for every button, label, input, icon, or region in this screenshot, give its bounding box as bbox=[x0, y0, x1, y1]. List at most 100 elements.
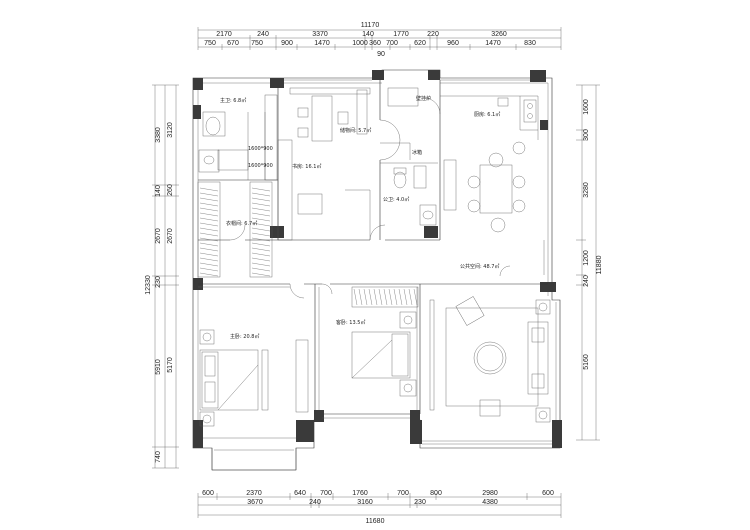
dim-bottom-row1-4: 1760 bbox=[352, 490, 368, 497]
dim-left-inner-0: 3120 bbox=[167, 122, 174, 138]
dim-bottom-row2-3: 230 bbox=[414, 499, 426, 506]
hatch-guest-line bbox=[353, 288, 358, 306]
label-guest-bedroom: 客卧: 13.5㎡ bbox=[336, 319, 365, 326]
label-study: 书房: 16.1㎡ bbox=[292, 163, 321, 170]
dim-bottom-row1-7: 2980 bbox=[482, 490, 498, 497]
dim-right-outer-4: 240 bbox=[583, 275, 590, 287]
hatch-right-line bbox=[251, 222, 271, 227]
hatch-left-line bbox=[199, 242, 219, 247]
dim-right-outer-0: 1600 bbox=[583, 99, 590, 115]
doors bbox=[229, 119, 545, 299]
dim-bottom-row1-5: 700 bbox=[397, 490, 409, 497]
dim-top-row1-0: 2170 bbox=[216, 31, 232, 38]
master-bath-fixtures: 1600*900 1600*900 bbox=[198, 94, 278, 181]
living-room-furniture bbox=[429, 296, 551, 423]
hatch-left-line bbox=[199, 232, 219, 237]
hatch-guest-line bbox=[408, 288, 413, 306]
hatch-left-line bbox=[199, 197, 219, 202]
dim-bottom-row1-1: 2370 bbox=[246, 490, 262, 497]
hatch-left-line bbox=[199, 192, 219, 197]
dim-top-row2-1: 670 bbox=[227, 40, 239, 47]
dim-top-row1-2: 3370 bbox=[312, 31, 328, 38]
cloakroom-wardrobe bbox=[197, 181, 273, 278]
dim-top-row2-7: 700 bbox=[386, 40, 398, 47]
dim-right-outer-5: 5160 bbox=[583, 354, 590, 370]
hatch-right-line bbox=[251, 242, 271, 247]
hatch-left-line bbox=[199, 267, 219, 272]
dim-bottom-row1-8: 600 bbox=[542, 490, 554, 497]
dim-right-total: 11880 bbox=[596, 255, 603, 274]
dim-left-outer-5: 740 bbox=[155, 451, 162, 463]
hatch-right-line bbox=[251, 217, 271, 222]
room-label-fixture-b: 1600*900 bbox=[248, 163, 273, 169]
hatch-guest-line bbox=[393, 288, 398, 306]
dim-top-row2-2: 750 bbox=[251, 40, 263, 47]
hatch-guest-line bbox=[383, 288, 388, 306]
hatch-left-line bbox=[199, 212, 219, 217]
hatch-left-line bbox=[199, 272, 219, 277]
hatch-right-line bbox=[251, 272, 271, 277]
hatch-guest-line bbox=[388, 288, 393, 306]
room-label-fixture-a: 1600*900 bbox=[248, 146, 273, 152]
dim-bottom-row2-0: 3670 bbox=[247, 499, 263, 506]
dim-top-sub: 90 bbox=[377, 51, 385, 58]
label-public-bath: 公卫: 4.0㎡ bbox=[383, 196, 409, 203]
public-bath-fixtures bbox=[387, 87, 441, 226]
hatch-left-line bbox=[199, 262, 219, 267]
hatch-right-line bbox=[251, 237, 271, 242]
dim-top-row2-0: 750 bbox=[204, 40, 216, 47]
label-master-bedroom: 主卧: 20.8㎡ bbox=[230, 333, 259, 340]
hatch-guest-line bbox=[373, 288, 378, 306]
dim-top-row2-11: 830 bbox=[524, 40, 536, 47]
room-labels: 主卫: 6.8㎡ 储物间: 5.7㎡ 书房: 16.1㎡ 衣帽间: 6.7㎡ 厨… bbox=[220, 95, 500, 340]
hatch-right-line bbox=[251, 247, 271, 252]
hatch-right-line bbox=[251, 232, 271, 237]
dim-left-outer-4: 5910 bbox=[155, 359, 162, 375]
dim-top-row2-10: 1470 bbox=[485, 40, 501, 47]
hatch-left-line bbox=[199, 207, 219, 212]
hatch-guest-line bbox=[403, 288, 408, 306]
hatch-right-line bbox=[251, 227, 271, 232]
hatch-right-line bbox=[251, 197, 271, 202]
hatch-left-line bbox=[199, 227, 219, 232]
dim-top-row2-9: 960 bbox=[447, 40, 459, 47]
hatch-right-line bbox=[251, 202, 271, 207]
dim-bottom-row1-6: 800 bbox=[430, 490, 442, 497]
hatch-guest-line bbox=[363, 288, 368, 306]
hatch-right-line bbox=[251, 267, 271, 272]
hatch-left-line bbox=[199, 202, 219, 207]
dim-top-row2-3: 900 bbox=[281, 40, 293, 47]
dim-bottom-total: 11680 bbox=[366, 518, 385, 525]
dim-left-inner-3: 5170 bbox=[167, 357, 174, 373]
hatch-right-line bbox=[251, 252, 271, 257]
dim-left-inner-2: 2670 bbox=[167, 228, 174, 244]
dim-left-outer-3: 230 bbox=[155, 276, 162, 288]
dim-top-row1-4: 1770 bbox=[393, 31, 409, 38]
label-storage: 储物间: 5.7㎡ bbox=[340, 127, 371, 134]
label-cloakroom: 衣帽间: 6.7㎡ bbox=[226, 220, 257, 227]
hatch-right-line bbox=[251, 187, 271, 192]
hatch-right-line bbox=[251, 257, 271, 262]
dim-left-inner-1: 260 bbox=[167, 184, 174, 196]
label-kitchen: 厨房: 6.1㎡ bbox=[474, 111, 500, 118]
windows bbox=[203, 79, 552, 471]
hatch-right-line bbox=[251, 192, 271, 197]
label-public-space: 公共空间: 48.7㎡ bbox=[460, 263, 499, 270]
dining-table bbox=[443, 141, 526, 233]
hatch-guest-line bbox=[413, 288, 418, 306]
hatch-left-line bbox=[199, 237, 219, 242]
dim-top-row2-5: 1000 bbox=[352, 40, 368, 47]
dim-right-outer-3: 1200 bbox=[583, 250, 590, 266]
furniture: 1600*900 1600*900 bbox=[197, 79, 552, 471]
hatch-left-line bbox=[199, 187, 219, 192]
dim-top-row1-5: 220 bbox=[427, 31, 439, 38]
dim-left-outer-0: 3380 bbox=[155, 127, 162, 143]
hatch-left-line bbox=[199, 217, 219, 222]
dim-top-row1-6: 3260 bbox=[491, 31, 507, 38]
label-fridge: 冰箱 bbox=[412, 149, 422, 156]
label-master-bath: 主卫: 6.8㎡ bbox=[220, 97, 246, 104]
hatch-guest-line bbox=[358, 288, 363, 306]
dim-bottom-row2-4: 4380 bbox=[482, 499, 498, 506]
